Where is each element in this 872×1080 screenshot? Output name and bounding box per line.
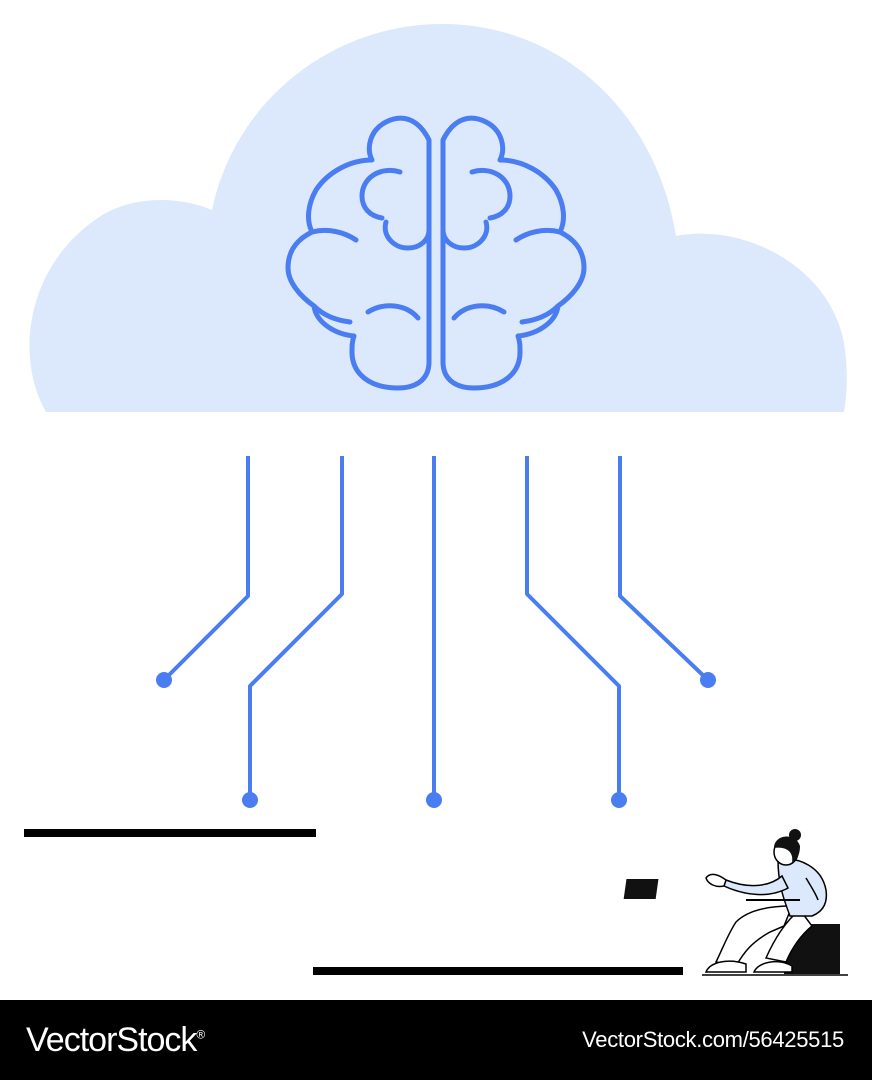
brain-fold-left-upper [359,168,403,221]
brain-fold-left-mid [382,219,432,251]
brain-fold-left-edge [311,303,353,325]
person-torso [777,858,828,917]
person-hair-bun [789,829,801,841]
brain-right-hemisphere [440,115,587,391]
illustration [24,23,848,976]
connector-dot-1 [156,672,172,688]
image-id-text: VectorStock.com/56425515 [582,1027,844,1052]
brand-name: VectorStock [26,1020,197,1059]
connector-dot-4 [611,792,627,808]
connector-dot-3 [426,792,442,808]
brain-fold-right-mid [440,219,490,251]
person-shoe-right [752,960,793,973]
person-leg-front [764,908,814,963]
footer-bar: VectorStock® VectorStock.com/56425515 [0,1000,872,1080]
brain-icon [285,115,587,391]
person-arm-laptop [805,877,819,901]
brain-fold-left-bottom [365,303,421,321]
ground-bar-bottom [313,967,683,975]
connector-dot-5 [700,672,716,688]
brain-left-hemisphere [285,115,432,391]
person-hair [774,836,800,862]
connector-line-1 [162,456,250,682]
person-shoe-left [704,960,747,973]
brain-fold-right-bottom [451,303,507,321]
connector-line-4 [525,456,621,800]
person-hand [705,873,727,888]
brain-fold-left-lower [309,227,359,243]
laptop-screen [623,879,659,899]
connector-line-2 [248,456,344,800]
brain-fold-right-edge [519,303,561,325]
registered-mark: ® [196,1027,205,1042]
connector-line-5 [618,456,710,682]
circuit-connector-icon [162,456,710,800]
person-legs [714,905,794,967]
woman-with-laptop-icon [623,829,848,976]
ground-bar-left [24,829,316,837]
brain-fold-right-lower [513,227,563,243]
brain-fold-right-upper [469,168,513,221]
brand-logo: VectorStock® [26,1020,205,1060]
connector-dot-2 [242,792,258,808]
cloud-icon [29,23,847,412]
person-arm-raised [723,874,789,896]
